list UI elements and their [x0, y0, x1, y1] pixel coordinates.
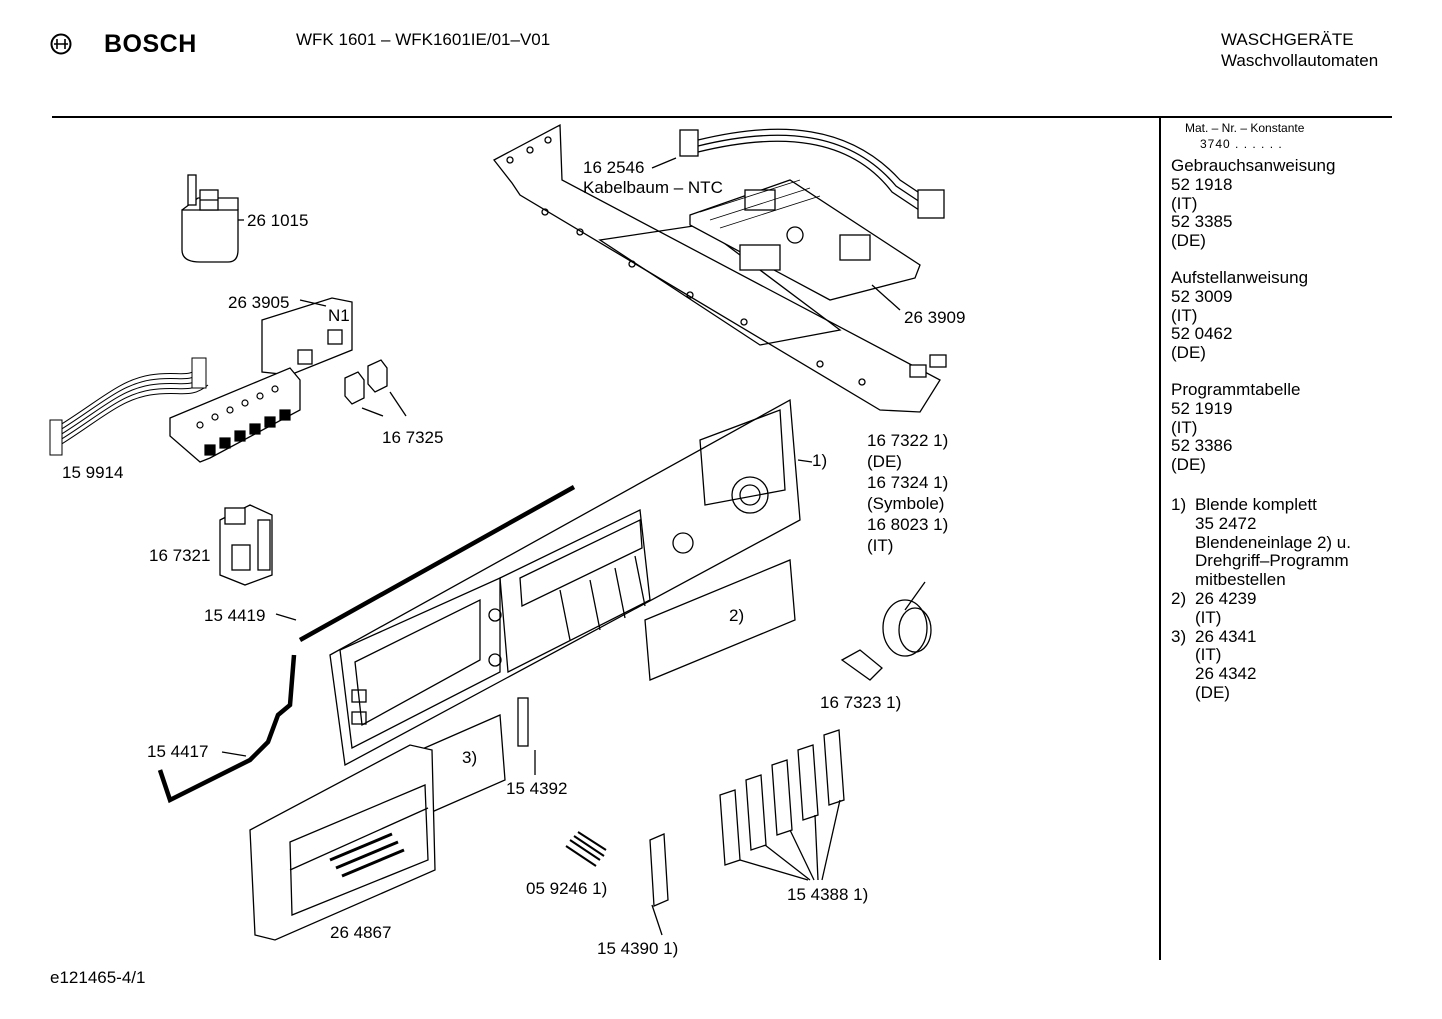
blende-label-line: (IT) — [867, 536, 894, 555]
document-code: e121465-4/1 — [50, 968, 146, 987]
part-label-263909: 26 3909 — [904, 308, 966, 327]
footnote-mark: 1) — [1171, 495, 1187, 514]
brand-name: BOSCH — [104, 30, 197, 58]
blende-label-line: 16 7324 1) — [867, 473, 949, 492]
section-line: (DE) — [1171, 231, 1206, 251]
section-title: Programmtabelle — [1171, 379, 1301, 399]
part-label-264867: 26 4867 — [330, 923, 392, 942]
bracket-drawing — [493, 123, 947, 413]
section-line: (IT) — [1171, 305, 1198, 325]
footnote-line: 35 2472 — [1195, 513, 1257, 533]
sidebar-footnotes: 1) Blende komplett 35 2472 Blendeneinlag… — [1171, 495, 1351, 703]
part-label-n1: N1 — [328, 306, 350, 325]
footnote: 2) 26 4239 (IT) — [1171, 588, 1351, 628]
marker-3: 3) — [462, 748, 478, 767]
marker-1: 1) — [812, 451, 828, 470]
part-label-154390: 15 4390 1) — [597, 939, 679, 958]
footnote-line: Blendeneinlage 2) u. — [1195, 532, 1351, 552]
part-label-162546: 16 2546 — [583, 158, 645, 177]
bosch-logo-icon — [50, 33, 72, 55]
part-167321-drawing — [219, 504, 273, 586]
section-title: Gebrauchsanweisung — [1171, 156, 1336, 175]
mat-value: 3740 . . . . . . — [1200, 137, 1283, 151]
part-label-154392: 15 4392 — [506, 779, 568, 798]
section-title: Aufstellanweisung — [1171, 267, 1309, 287]
part-label-059246: 05 9246 1) — [526, 879, 608, 898]
part-label-261015: 26 1015 — [247, 211, 309, 230]
controller-board-263909 — [689, 179, 921, 301]
part-label-263905: 26 3905 — [228, 293, 290, 312]
footnote-line: 26 4239 — [1195, 588, 1257, 608]
section-line: (IT) — [1171, 193, 1198, 213]
sidebar-section: Programmtabelle 52 1919 (IT) 52 3386 (DE… — [1171, 379, 1335, 475]
section-line: 52 3009 — [1171, 286, 1233, 306]
category-title: WASCHGERÄTE — [1221, 30, 1354, 49]
section-line: 52 1918 — [1171, 174, 1233, 194]
footnote-line: Blende komplett — [1195, 495, 1317, 514]
footnote-line: 26 4341 — [1195, 626, 1257, 646]
footnote-mark: 2) — [1171, 588, 1187, 608]
section-line: (DE) — [1171, 455, 1206, 475]
part-263905-drawing — [169, 297, 353, 463]
footnote: 3) 26 4341 (IT) 26 4342 (DE) — [1171, 626, 1351, 703]
footnote-line: (IT) — [1195, 607, 1222, 627]
part-label-167325: 16 7325 — [382, 428, 444, 447]
footnote-line: (IT) — [1195, 645, 1222, 665]
part-label-167321: 16 7321 — [149, 546, 211, 565]
blende-label-line: 16 7322 1) — [867, 431, 949, 450]
section-line: 52 3385 — [1171, 212, 1233, 232]
part-261015-drawing — [181, 174, 239, 263]
board-buttons — [196, 385, 291, 456]
footnote: 1) Blende komplett 35 2472 Blendeneinlag… — [1171, 495, 1351, 590]
part-label-154417: 15 4417 — [147, 742, 209, 761]
footnote-line: Drehgriff–Programm — [1195, 551, 1349, 571]
sidebar-sections: Gebrauchsanweisung 52 1918 (IT) 52 3385 … — [1171, 156, 1336, 493]
footnote-mark: 3) — [1171, 626, 1187, 646]
ribbon-cable-159914 — [49, 357, 209, 456]
model-title: WFK 1601 – WFK1601IE/01–V01 — [296, 30, 551, 49]
section-line: (DE) — [1171, 343, 1206, 363]
part-label-159914: 15 9914 — [62, 463, 124, 482]
cable-162546 — [679, 128, 945, 219]
sidebar-section: Gebrauchsanweisung 52 1918 (IT) 52 3385 … — [1171, 156, 1336, 251]
blende-label-line: (Symbole) — [867, 494, 945, 513]
part-label-154419: 15 4419 — [204, 606, 266, 625]
sidebar-section: Aufstellanweisung 52 3009 (IT) 52 0462 (… — [1171, 267, 1335, 363]
part-label-kabelbaum: Kabelbaum – NTC — [583, 178, 723, 197]
part-label-167323: 16 7323 1) — [820, 693, 902, 712]
footnote-line: 26 4342 — [1195, 664, 1257, 684]
section-line: 52 1919 — [1171, 398, 1233, 418]
mat-label: Mat. – Nr. – Konstante — [1185, 121, 1305, 135]
section-line: (IT) — [1171, 417, 1198, 437]
part-label-154388: 15 4388 1) — [787, 885, 869, 904]
drawer-front-264867 — [249, 744, 436, 941]
blende-label-line: 16 8023 1) — [867, 515, 949, 534]
subcategory-title: Waschvollautomaten — [1221, 51, 1379, 70]
footnote-line: mitbestellen — [1195, 570, 1286, 590]
footnote-line: (DE) — [1195, 682, 1230, 702]
section-line: 52 0462 — [1171, 324, 1233, 344]
section-line: 52 3386 — [1171, 436, 1233, 456]
blende-label-line: (DE) — [867, 452, 902, 471]
control-panel-drawing — [329, 398, 801, 767]
marker-2: 2) — [729, 606, 745, 625]
